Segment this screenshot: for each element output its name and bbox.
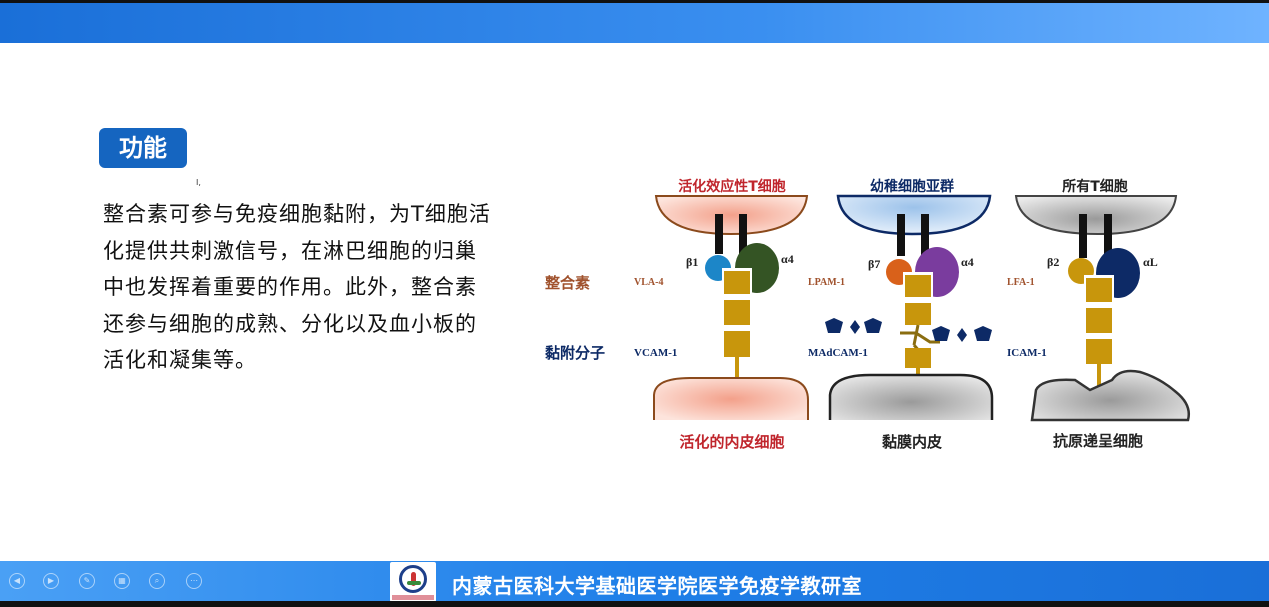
university-logo (390, 562, 436, 602)
stem (739, 214, 747, 254)
text-cursor: I, (196, 178, 201, 187)
diagram-shape (921, 214, 929, 256)
next-slide-button[interactable]: ▶ (43, 573, 59, 589)
diagram-label: 黏膜内皮 (882, 433, 942, 451)
diagram-shape (1086, 278, 1112, 302)
diagram-label: 所有T细胞 (1062, 178, 1128, 195)
diagram-shape (905, 348, 931, 368)
stem (715, 214, 723, 254)
diagram-label: VCAM-1 (634, 347, 677, 359)
integrin-diagram: 活化效应性T细胞 β1 α4 VLA-4 VCAM-1 活化的内皮细胞 幼稚细胞… (545, 178, 1190, 451)
institution-name: 内蒙古医科大学基础医学院医学免疫学教研室 (452, 574, 862, 598)
diagram-label: 幼稚细胞亚群 (870, 178, 954, 195)
diagram-label: β2 (1047, 255, 1059, 269)
diagram-label: β1 (686, 255, 698, 269)
diagram-label: VLA-4 (634, 277, 663, 288)
diagram-shape (957, 328, 967, 342)
diagram-shape (905, 303, 931, 325)
diagram-label: LFA-1 (1007, 277, 1035, 288)
ligand-domain (724, 331, 750, 357)
diagram-shape (850, 320, 860, 334)
screen-edge (0, 601, 1269, 607)
slides-overview-button[interactable]: ▦ (114, 573, 130, 589)
ligand-domain (724, 300, 750, 325)
diagram-shape (825, 318, 843, 333)
diagram-label: β7 (868, 257, 880, 271)
diagram-shape (905, 275, 931, 297)
diagram-label: α4 (961, 255, 974, 269)
bottom-cell-label: 活化的内皮细胞 (679, 433, 784, 451)
column-vla4: 活化效应性T细胞 β1 α4 VLA-4 VCAM-1 活化的内皮细胞 (634, 178, 809, 451)
diagram-label: αL (1143, 255, 1158, 269)
diagram-shape (864, 318, 882, 333)
footer-bar (0, 561, 1269, 601)
pen-tool-button[interactable]: ✎ (79, 573, 95, 589)
diagram-shape (1086, 308, 1112, 333)
column-lfa1: 所有T细胞 β2 αL LFA-1 ICAM-1 抗原递呈细胞 (1007, 178, 1190, 450)
diagram-label: ICAM-1 (1007, 347, 1047, 359)
diagram-label: 抗原递呈细胞 (1053, 432, 1143, 450)
section-badge: 功能 (99, 128, 187, 168)
diagram-label: α4 (781, 252, 794, 266)
diagram-shape (974, 326, 992, 341)
mucosal-endothelium-shape (828, 373, 994, 420)
zoom-button[interactable]: ⌕ (149, 573, 165, 589)
diagram-label: LPAM-1 (808, 277, 845, 288)
row-label-integrin: 整合素 (545, 274, 590, 292)
row-label-adhesion: 黏附分子 (545, 344, 605, 362)
column-lpam1: 幼稚细胞亚群 β7 α4 LPAM-1 MAdCAM-1 黏膜内皮 (808, 178, 994, 451)
apc-shape (1030, 369, 1190, 422)
t-cell-shape (654, 195, 809, 236)
diagram-shape (1104, 214, 1112, 258)
t-cell-shape (1014, 195, 1178, 236)
body-paragraph: 整合素可参与免疫细胞黏附，为T细胞活化提供共刺激信号，在淋巴细胞的归巢中也发挥着… (103, 202, 491, 372)
more-options-button[interactable]: ⋯ (186, 573, 202, 589)
top-banner (0, 0, 1269, 43)
top-cell-label: 活化效应性T细胞 (678, 178, 786, 195)
glycan-chain (825, 318, 992, 342)
ligand-domain (724, 271, 750, 294)
diagram-label: MAdCAM-1 (808, 347, 868, 359)
diagram-shape (897, 214, 905, 256)
diagram-shape (900, 324, 940, 353)
naive-cell-shape (836, 194, 992, 236)
diagram-shape (1079, 214, 1087, 258)
endothelial-cell-shape (653, 377, 809, 420)
previous-slide-button[interactable]: ◀ (9, 573, 25, 589)
diagram-shape (932, 326, 950, 341)
diagram-shape (1086, 339, 1112, 364)
